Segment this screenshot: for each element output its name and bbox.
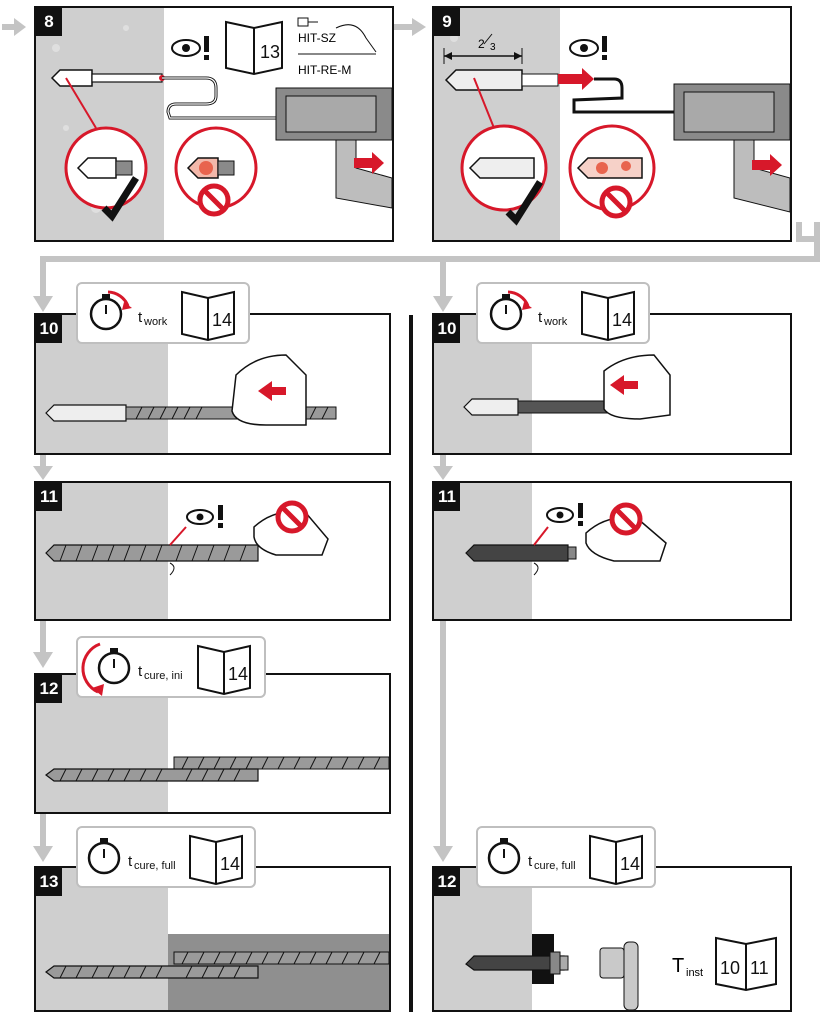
time-subscript: cure, full <box>134 860 176 872</box>
header-10b: t work 14 <box>476 282 650 344</box>
step-9-illustration: 2 3 <box>434 8 790 240</box>
step-number-8: 8 <box>36 8 62 36</box>
time-subscript: cure, ini <box>144 670 183 682</box>
step-number-11a: 11 <box>36 483 62 511</box>
fraction-denominator: 3 <box>490 42 496 53</box>
panel-step-13 <box>34 866 391 1012</box>
time-subscript: work <box>543 316 568 328</box>
step-12b-illustration: T inst 10 11 <box>434 868 777 1010</box>
step-number-12a: 12 <box>36 675 62 703</box>
step-number-13: 13 <box>36 868 62 896</box>
fraction-numerator: 2 <box>478 37 485 51</box>
book-page: 14 <box>228 664 248 684</box>
time-symbol: t <box>138 309 143 326</box>
time-subscript: cure, full <box>534 860 576 872</box>
book-page-right: 11 <box>750 958 769 978</box>
panel-step-8: 13 HIT-SZ HIT-RE-M <box>34 6 394 242</box>
time-symbol: t <box>128 853 133 870</box>
step-number-12b: 12 <box>434 868 460 896</box>
panel-step-12b: T inst 10 11 <box>432 866 792 1012</box>
step-11a-illustration <box>36 483 329 619</box>
step-number-11b: 11 <box>434 483 460 511</box>
book-page: 14 <box>212 310 232 330</box>
torque-symbol: T <box>672 955 684 977</box>
header-12b: t cure, full 14 <box>476 826 656 888</box>
header-10a: t work 14 <box>76 282 250 344</box>
book-page-left: 10 <box>720 958 740 978</box>
step-number-9: 9 <box>434 8 460 36</box>
book-page: 14 <box>220 854 240 874</box>
header-12a: t cure, ini 14 <box>76 636 266 698</box>
time-symbol: t <box>528 853 533 870</box>
column-divider <box>409 315 413 1012</box>
time-symbol: t <box>538 309 543 326</box>
torque-subscript: inst <box>686 967 703 979</box>
book-page: 14 <box>620 854 640 874</box>
step-number-10b: 10 <box>434 315 460 343</box>
tool-label-hit-re-m: HIT-RE-M <box>298 63 351 77</box>
step-number-10a: 10 <box>36 315 62 343</box>
header-13: t cure, full 14 <box>76 826 256 888</box>
step-11b-illustration <box>434 483 667 619</box>
panel-step-11a <box>34 481 391 621</box>
panel-step-9: 2 3 <box>432 6 792 242</box>
tool-label-hit-sz: HIT-SZ <box>298 31 336 45</box>
book-page-13: 13 <box>260 42 280 62</box>
time-subscript: work <box>143 316 168 328</box>
book-page: 14 <box>612 310 632 330</box>
step-8-illustration: 13 HIT-SZ HIT-RE-M <box>36 8 392 240</box>
panel-step-11b <box>432 481 792 621</box>
time-symbol: t <box>138 663 143 680</box>
step-13-illustration <box>36 868 389 1010</box>
